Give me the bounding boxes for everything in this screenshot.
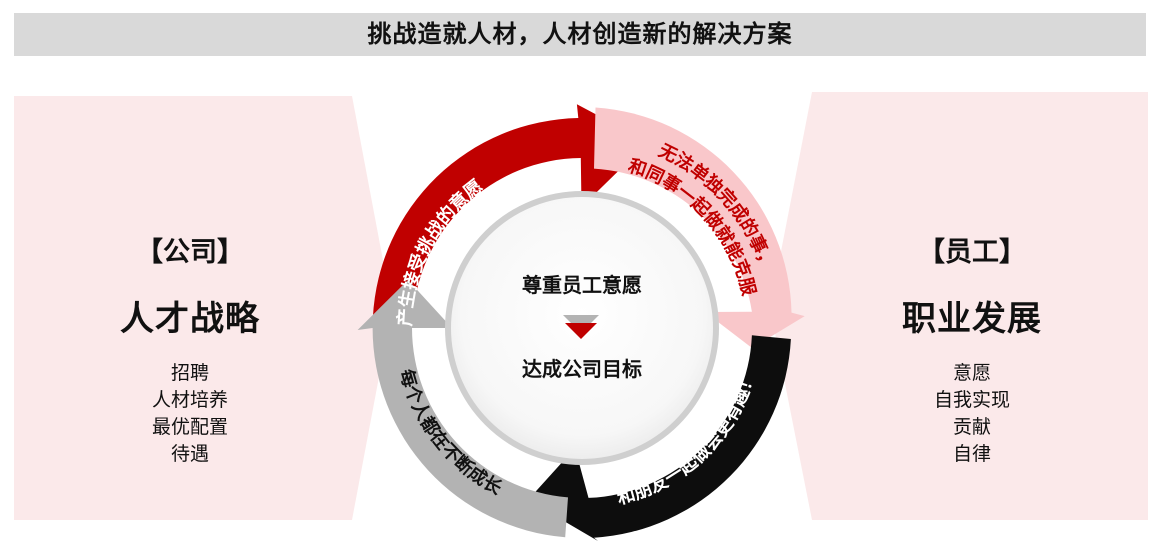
center-bottom-text: 达成公司目标 — [522, 357, 642, 381]
left-panel-bg — [14, 96, 392, 520]
right-panel-item: 意愿 — [952, 362, 991, 384]
right-panel-item: 自律 — [952, 443, 991, 465]
right-panel-bg — [770, 92, 1148, 520]
right-panel-item: 贡献 — [952, 416, 991, 438]
left-panel: 【公司】 人才战略 招聘 人材培养 最优配置 待遇 — [40, 230, 340, 468]
left-panel-item: 人材培养 — [151, 389, 228, 411]
left-panel-item: 待遇 — [170, 443, 209, 465]
right-panel-label: 【员工】 — [918, 237, 1026, 268]
title-bar: 挑战造就人材，人材创造新的解决方案 — [14, 13, 1146, 56]
center-arrow-icon-red — [565, 323, 597, 339]
left-panel-item: 招聘 — [170, 362, 209, 384]
right-panel-item: 自我实现 — [933, 389, 1010, 411]
left-panel-heading: 人才战略 — [120, 299, 260, 339]
left-panel-label: 【公司】 — [136, 237, 244, 268]
arrow-bottom-right — [528, 335, 791, 541]
arrow-bottom-left — [357, 280, 568, 538]
arrow-top-right — [594, 107, 805, 348]
center-top-text: 尊重员工意愿 — [522, 273, 642, 297]
right-panel: 【员工】 职业发展 意愿 自我实现 贡献 自律 — [822, 230, 1122, 468]
page-title: 挑战造就人材，人材创造新的解决方案 — [367, 20, 793, 48]
right-panel-heading: 职业发展 — [902, 299, 1042, 339]
left-panel-item: 最优配置 — [151, 416, 228, 438]
